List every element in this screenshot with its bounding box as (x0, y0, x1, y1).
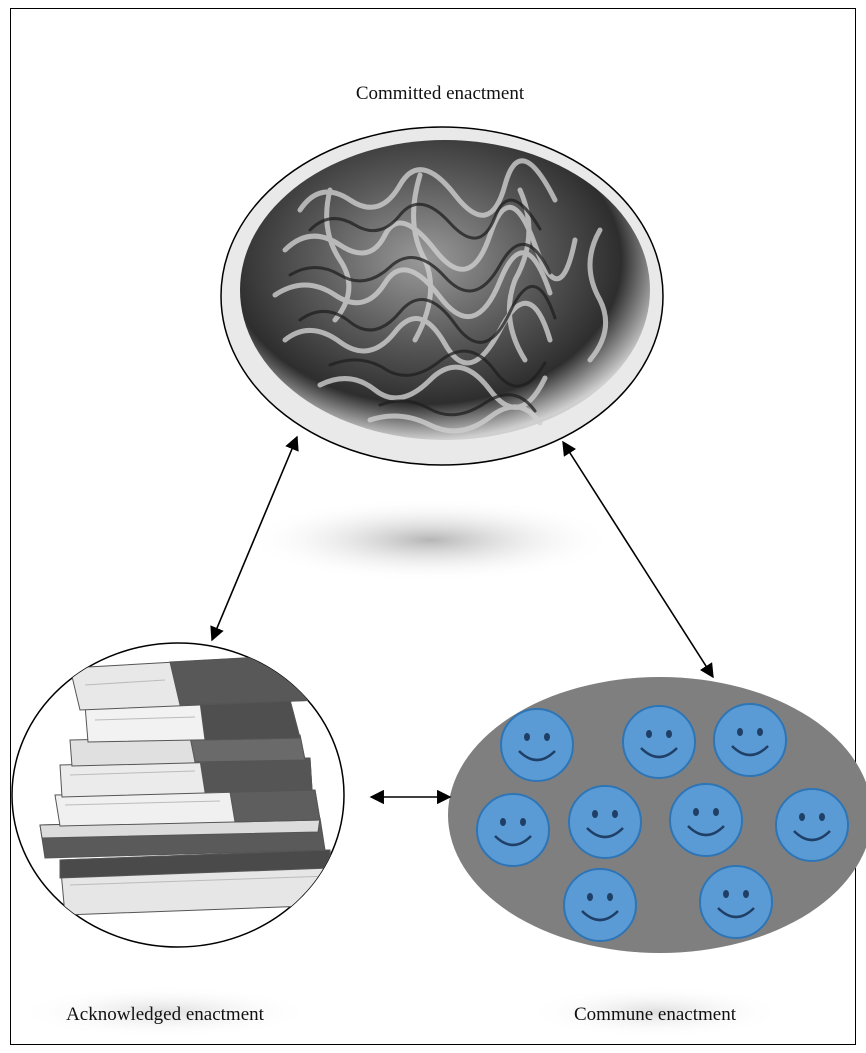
smiley-face-icon (714, 704, 786, 776)
smiley-face-icon (670, 784, 742, 856)
smiley-face-icon (623, 706, 695, 778)
smiley-face-icon (569, 786, 641, 858)
smiley-face-icon (564, 869, 636, 941)
committed-label: Committed enactment (356, 83, 525, 104)
acknowledged-label: Acknowledged enactment (66, 1004, 265, 1025)
brain-shadow (245, 498, 615, 582)
smiley-face-icon (501, 709, 573, 781)
book-stack-image (12, 643, 344, 947)
smiley-face-icon (776, 789, 848, 861)
commune-label: Commune enactment (574, 1004, 737, 1025)
smiley-group-image (448, 677, 866, 953)
brain-image (221, 127, 663, 465)
smiley-face-icon (700, 866, 772, 938)
smiley-face-icon (477, 794, 549, 866)
